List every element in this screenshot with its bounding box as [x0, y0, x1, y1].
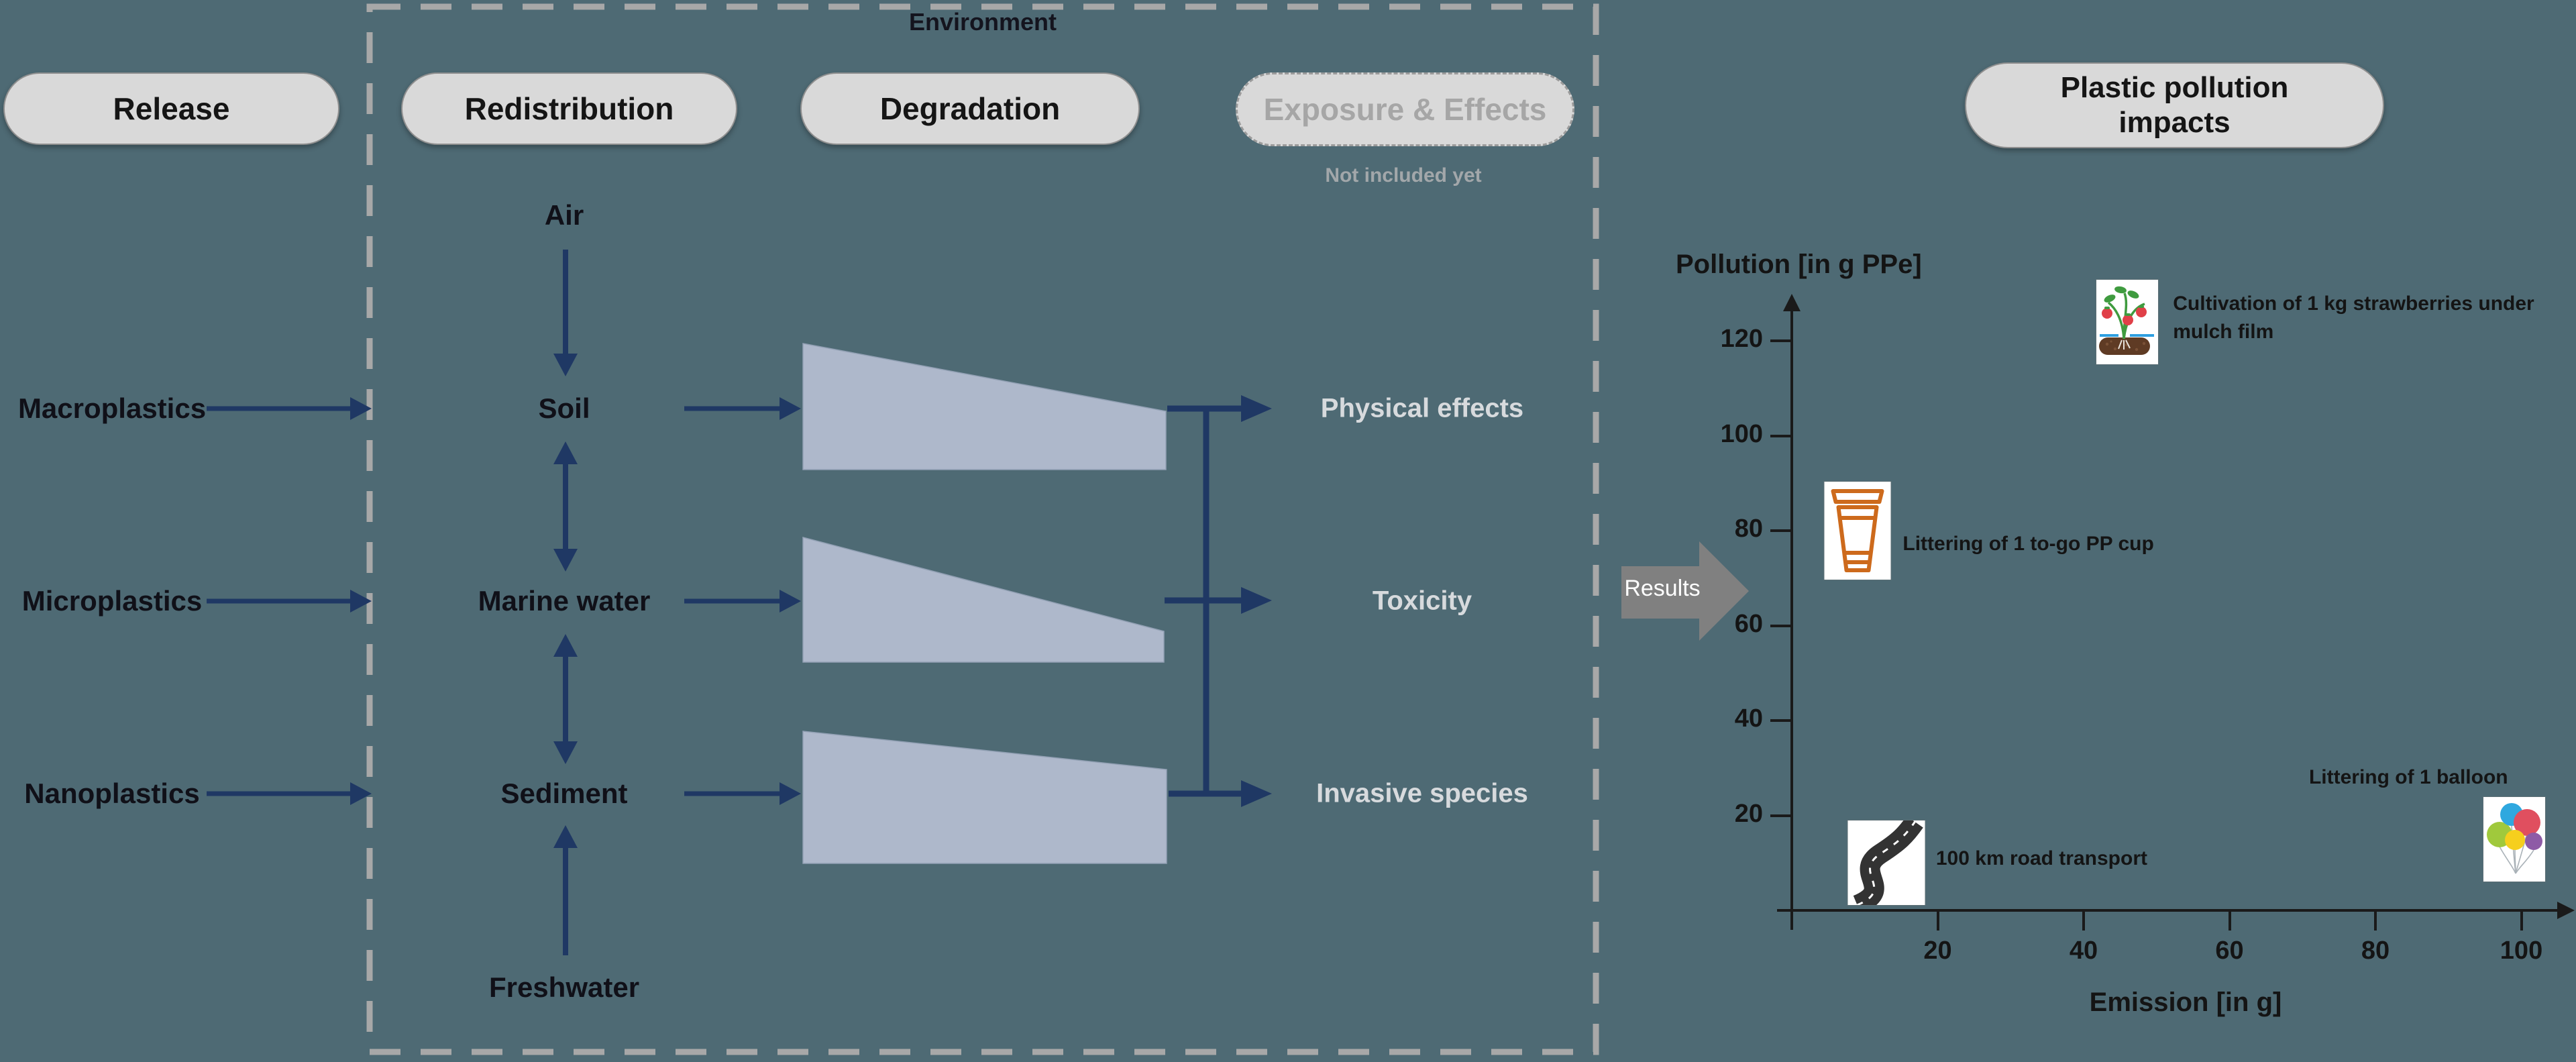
x-tick-label-80: 80: [2361, 937, 2390, 965]
results-arrow: [1621, 541, 1749, 641]
x-tick-mark-100: [2520, 910, 2523, 931]
x-tick-mark-80: [2374, 910, 2377, 931]
stage-pill-release-label: Release: [113, 91, 230, 126]
compartment-sediment: Sediment: [500, 778, 628, 809]
y-tick-label-40: 40: [1734, 704, 1763, 733]
compartment-freshwater: Freshwater: [488, 971, 640, 1003]
y-axis-title: Pollution [in g PPe]: [1676, 250, 1922, 279]
data-point-label: Littering of 1 to-go PP cup: [1902, 533, 2154, 555]
environment-dashed-box: [366, 3, 1599, 1055]
y-tick-label-20: 20: [1734, 799, 1763, 828]
results-arrow-label: Results: [1624, 576, 1701, 601]
x-tick-mark-60: [2228, 910, 2231, 931]
data-point-road-transport: 100 km road transport: [1847, 820, 2147, 906]
data-point-pp-cup: Littering of 1 to-go PP cup: [1824, 482, 2154, 580]
x-tick-mark-40: [2082, 910, 2085, 931]
y-axis-arrowhead: [1783, 294, 1801, 311]
stage-pill-plastic-pollution-impacts: Plastic pollution impacts: [1965, 62, 2384, 148]
x-axis-arrowhead: [2557, 902, 2575, 919]
data-point-balloon: Littering of 1 balloon: [2309, 766, 2545, 882]
stage-pill-release: Release: [3, 72, 339, 145]
stage-pill-degradation: Degradation: [800, 72, 1140, 145]
effect-invasive-species: Invasive species: [1316, 778, 1528, 808]
data-point-label: 100 km road transport: [1935, 847, 2147, 870]
y-tick-mark-40: [1770, 719, 1793, 722]
y-tick-mark-80: [1770, 529, 1793, 532]
data-point-label: Cultivation of 1 kg strawberries under m…: [2173, 292, 2534, 343]
compartment-marine-water: Marine water: [478, 585, 651, 617]
degradation-trapezoid-marine: [802, 537, 1165, 663]
balloons-icon: [2483, 796, 2545, 882]
effect-toxicity: Toxicity: [1372, 586, 1472, 616]
y-tick-mark-100: [1770, 434, 1793, 437]
data-point-label: Littering of 1 balloon: [2308, 765, 2508, 788]
exposure-note: Not included yet: [1325, 164, 1482, 187]
x-axis-title: Emission [in g]: [2089, 988, 2282, 1017]
degradation-trapezoid-sediment: [802, 731, 1167, 864]
y-tick-label-80: 80: [1734, 515, 1763, 543]
environment-box-title: Environment: [908, 8, 1057, 36]
road-icon: [1847, 820, 1925, 906]
compartment-soil: Soil: [538, 392, 590, 424]
stage-pill-degradation-label: Degradation: [879, 91, 1061, 126]
release-item-nanoplastics: Nanoplastics: [24, 778, 200, 809]
stage-pill-redistribution-label: Redistribution: [464, 91, 674, 126]
stage-pill-exposure-effects-label: Exposure & Effects: [1263, 92, 1547, 127]
pp-cup-icon: [1824, 482, 1891, 580]
degradation-trapezoid-soil: [802, 343, 1167, 470]
x-tick-label-40: 40: [2069, 937, 2098, 965]
x-tick-label-100: 100: [2500, 937, 2543, 965]
release-item-macroplastics: Macroplastics: [17, 392, 207, 424]
effect-physical: Physical effects: [1320, 393, 1524, 423]
stage-pill-exposure-effects: Exposure & Effects: [1236, 72, 1574, 146]
y-tick-label-100: 100: [1720, 419, 1763, 448]
x-tick-mark-20: [1936, 910, 1939, 931]
strawberry-plant-icon: [2096, 279, 2159, 364]
x-tick-label-60: 60: [2215, 937, 2244, 965]
stage-pill-impacts-label: Plastic pollution impacts: [2060, 71, 2289, 139]
y-tick-mark-120: [1770, 339, 1793, 342]
y-tick-label-60: 60: [1734, 609, 1763, 638]
stage-pill-redistribution: Redistribution: [401, 72, 737, 145]
x-tick-label-20: 20: [1923, 937, 1952, 965]
data-point-strawberries: Cultivation of 1 kg strawberries under m…: [2096, 279, 2534, 364]
compartment-air: Air: [544, 199, 584, 231]
y-tick-label-120: 120: [1720, 325, 1763, 353]
release-item-microplastics: Microplastics: [21, 585, 203, 617]
y-tick-mark-60: [1770, 624, 1793, 627]
y-tick-mark-20: [1770, 814, 1793, 817]
